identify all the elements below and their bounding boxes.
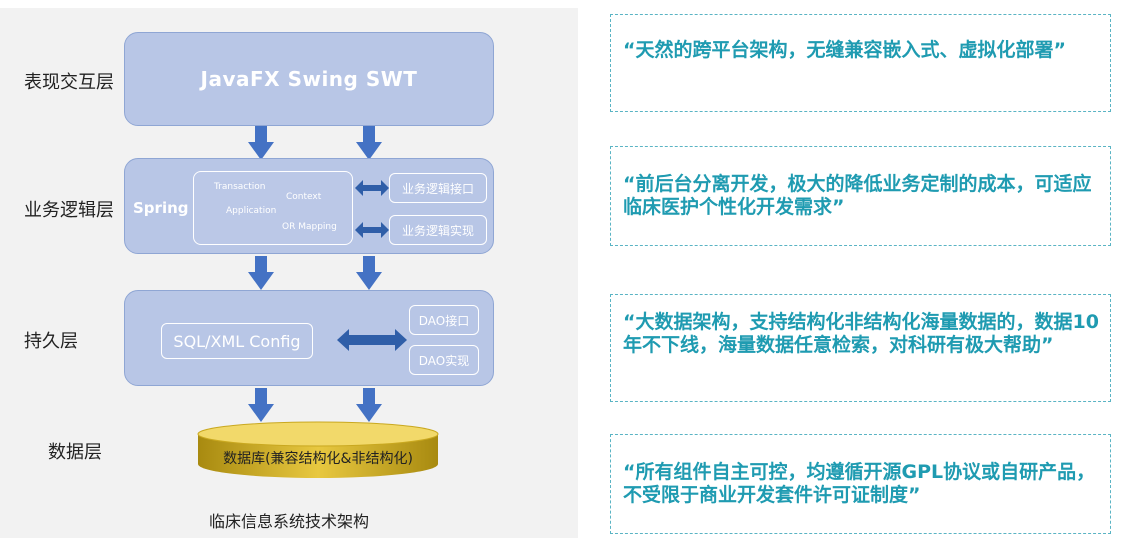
layer-label-business: 业务逻辑层 bbox=[24, 200, 114, 221]
spring-framework-label: Spring bbox=[133, 199, 189, 217]
quote-box-frontend-backend: “前后台分离开发，极大的降低业务定制的成本，可适应临床医护个性化开发需求” bbox=[610, 146, 1111, 246]
core-item-or-mapping: OR Mapping bbox=[282, 222, 337, 232]
presentation-frameworks: JavaFX Swing SWT bbox=[200, 67, 418, 91]
business-layer-box: Spring Transaction Context Application O… bbox=[124, 158, 494, 254]
core-item-application: Application bbox=[226, 206, 277, 216]
persistence-layer-box: SQL/XML Config DAO接口 DAO实现 bbox=[124, 290, 494, 386]
down-arrow-icon bbox=[356, 388, 382, 422]
dao-implementation-box: DAO实现 bbox=[409, 345, 479, 375]
core-item-transaction: Transaction bbox=[214, 182, 266, 192]
double-arrow-icon bbox=[355, 222, 389, 238]
quote-box-open-source: “所有组件自主可控，均遵循开源GPL协议或自研产品，不受限于商业开发套件许可证制… bbox=[610, 434, 1111, 534]
down-arrow-icon bbox=[356, 126, 382, 160]
business-implementation-box: 业务逻辑实现 bbox=[389, 215, 487, 245]
presentation-layer-box: JavaFX Swing SWT bbox=[124, 32, 494, 126]
database-label: 数据库(兼容结构化&非结构化) bbox=[223, 451, 413, 467]
double-arrow-icon bbox=[337, 329, 407, 351]
down-arrow-icon bbox=[248, 388, 274, 422]
down-arrow-icon bbox=[248, 256, 274, 290]
diagram-caption: 临床信息系统技术架构 bbox=[208, 512, 369, 531]
business-interface-box: 业务逻辑接口 bbox=[389, 173, 487, 203]
quote-box-big-data: “大数据架构，支持结构化非结构化海量数据的，数据10年不下线，海量数据任意检索，… bbox=[610, 294, 1111, 402]
sql-xml-config-box: SQL/XML Config bbox=[161, 323, 313, 359]
double-arrow-icon bbox=[355, 180, 389, 196]
layer-label-data: 数据层 bbox=[48, 442, 102, 463]
core-item-context: Context bbox=[286, 192, 322, 202]
down-arrow-icon bbox=[356, 256, 382, 290]
down-arrow-icon bbox=[248, 126, 274, 160]
quote-box-cross-platform: “天然的跨平台架构，无缝兼容嵌入式、虚拟化部署” bbox=[610, 14, 1111, 112]
database-icon bbox=[197, 421, 439, 478]
spring-core-box: Transaction Context Application OR Mappi… bbox=[193, 171, 353, 245]
dao-interface-box: DAO接口 bbox=[409, 305, 479, 335]
database-cylinder: 数据库(兼容结构化&非结构化) bbox=[196, 420, 440, 480]
layer-label-persistence: 持久层 bbox=[24, 331, 78, 352]
layer-label-presentation: 表现交互层 bbox=[24, 72, 114, 93]
